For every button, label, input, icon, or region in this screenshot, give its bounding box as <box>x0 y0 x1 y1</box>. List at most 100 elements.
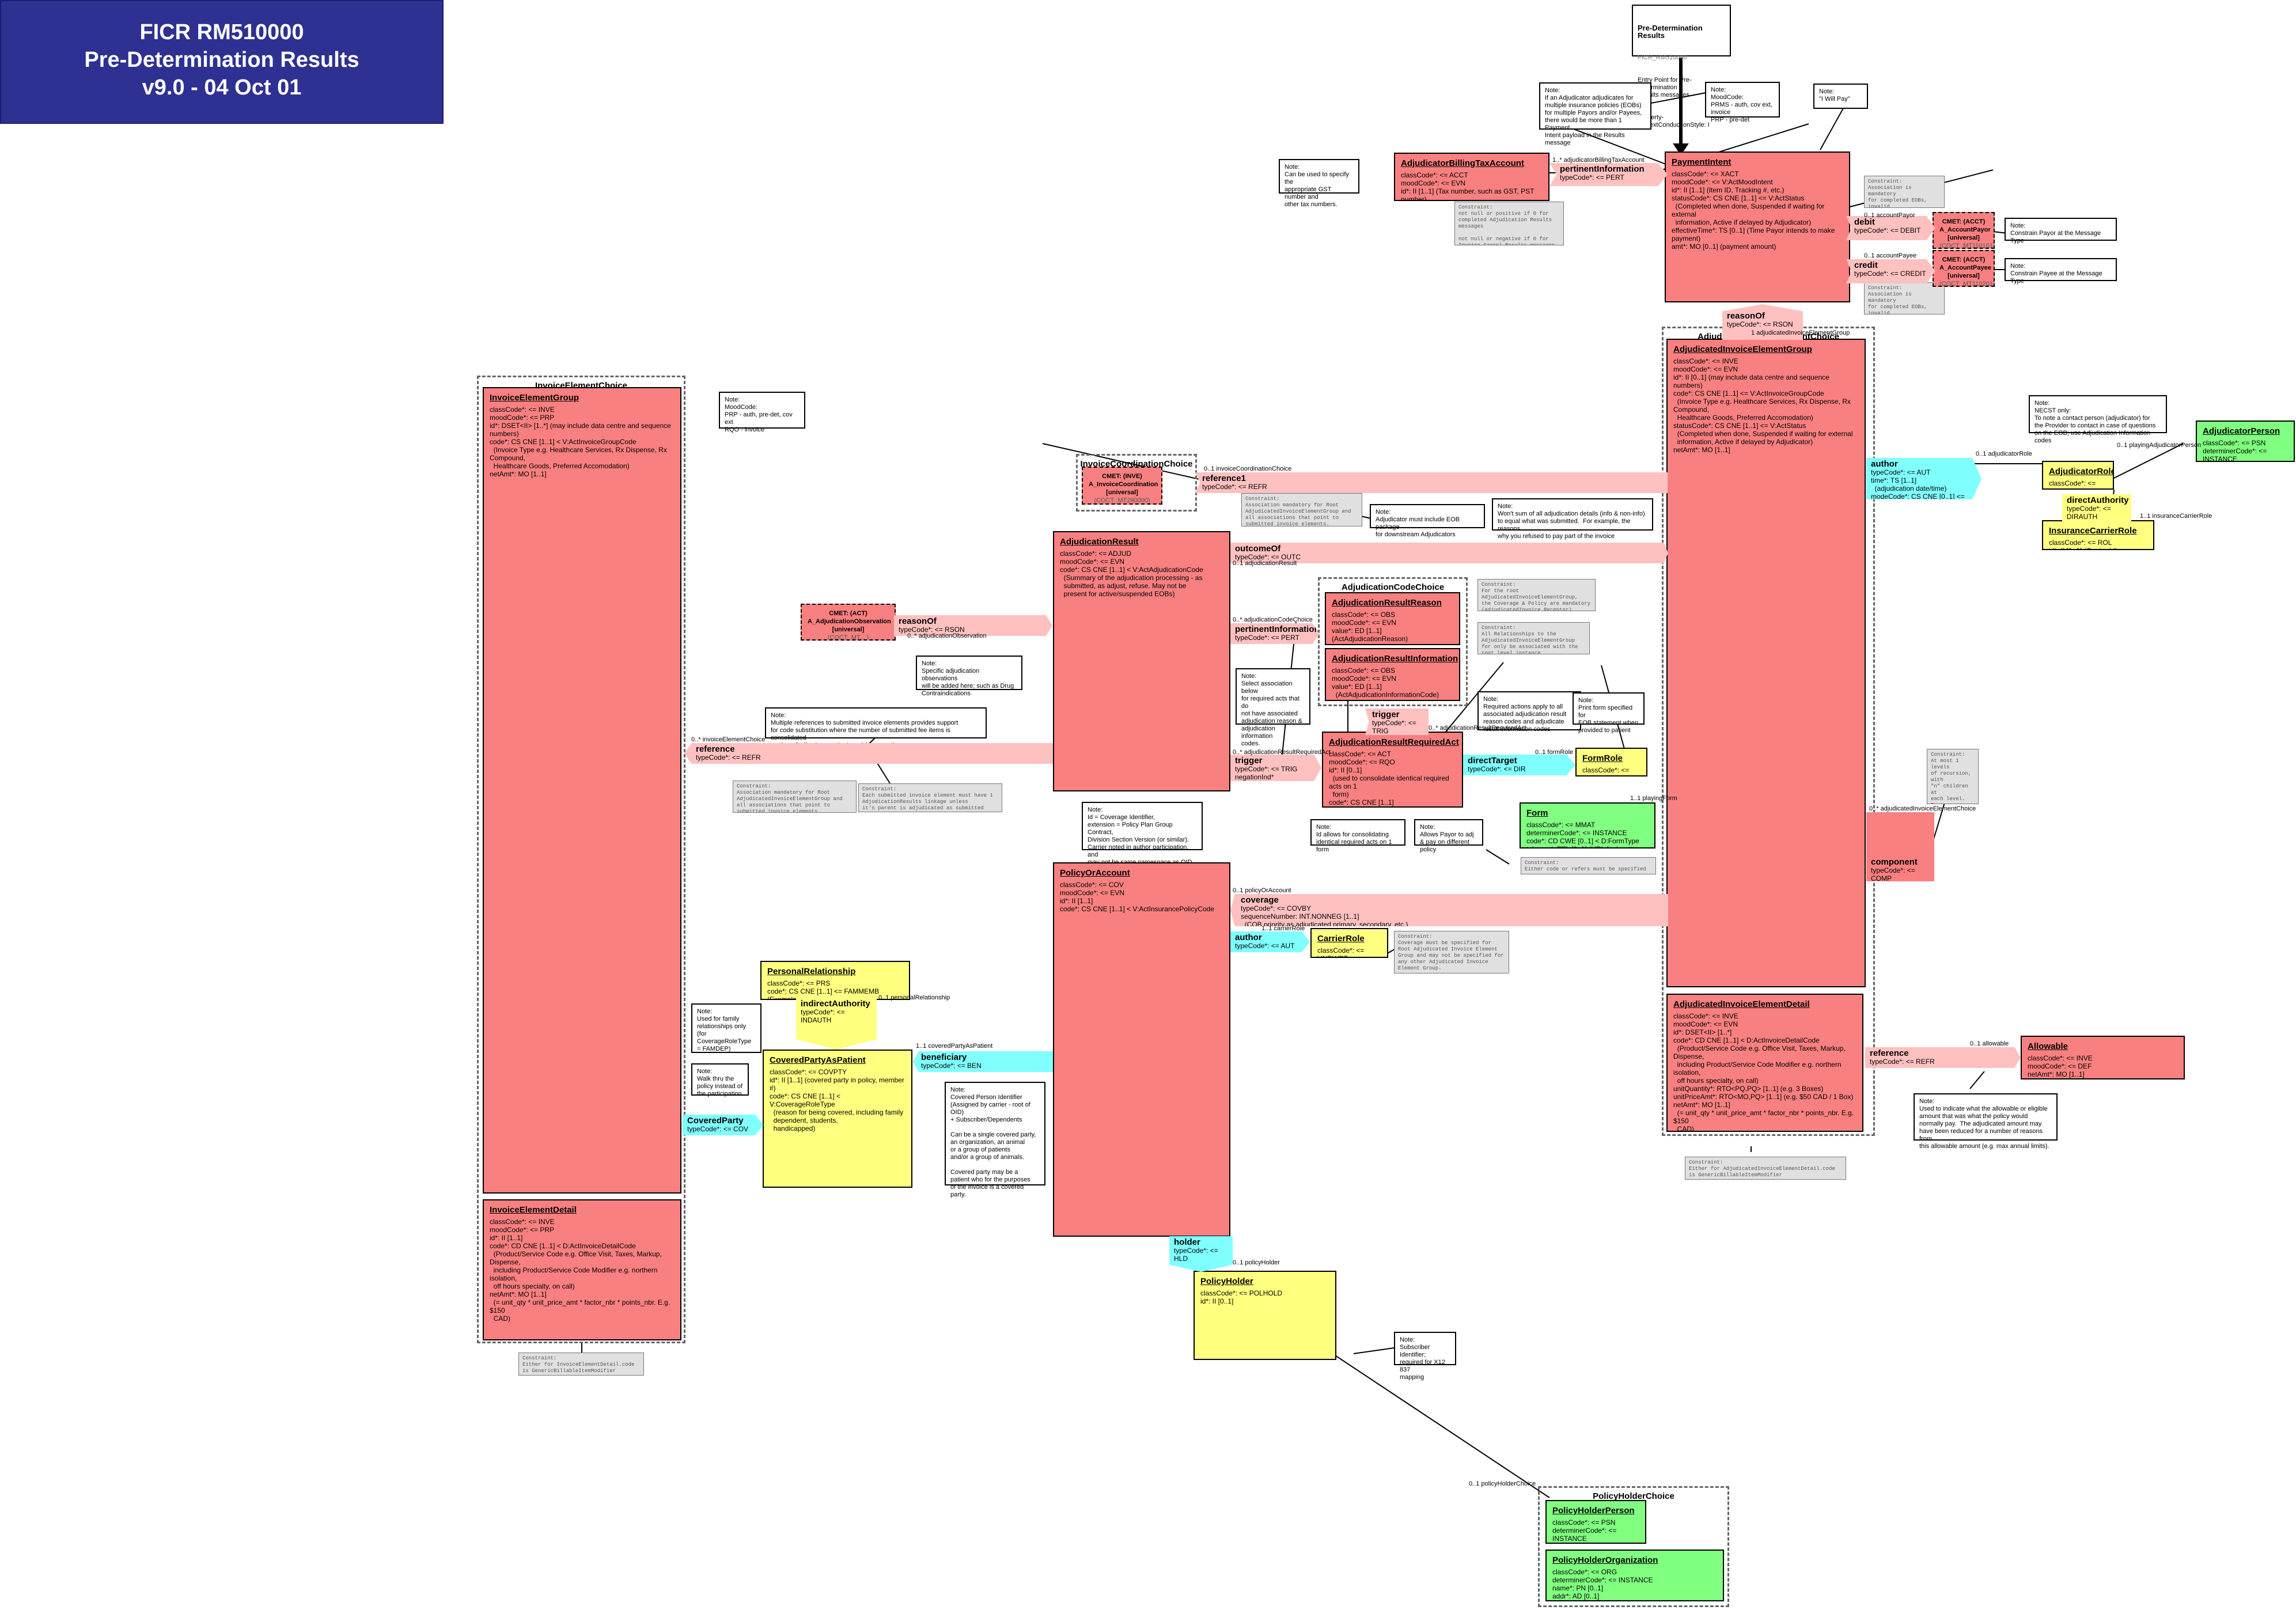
indirect-authority-attrs: typeCode*: <= INDAUTH <box>801 1008 845 1024</box>
policy-holder-attrs: classCode*: <= POLHOLD id*: II [0..1] <box>1200 1289 1283 1305</box>
policy-holder-choice-title: PolicyHolderChoice <box>1593 1491 1674 1501</box>
coverage-rel[interactable]: coverage typeCode*: <= COVBY sequenceNum… <box>1230 894 1668 926</box>
beneficiary-rel[interactable]: beneficiary typeCode*: <= BEN <box>913 1051 1053 1072</box>
credit-name: credit <box>1854 260 1878 270</box>
mult-personal-relationship: 0..1 personalRelationship <box>878 994 950 1001</box>
form-name: Form <box>1526 808 1548 818</box>
reason-of-observation-rel[interactable]: reasonOf typeCode*: <= RSON <box>894 615 1052 636</box>
account-payor-cmet[interactable]: CMET: (ACCT) A_AccountPayor [universal] … <box>1933 212 1995 249</box>
direct-target-rel[interactable]: directTarget typeCode*: <= DIR <box>1463 755 1575 775</box>
policy-holder-person-class[interactable]: PolicyHolderPerson classCode*: <= PSN de… <box>1545 1500 1646 1544</box>
allowable-name: Allowable <box>2028 1041 2068 1051</box>
form-role-class[interactable]: FormRole classCode*: <= ROL <box>1575 748 1647 776</box>
billing-tax-account-class[interactable]: AdjudicatorBillingTaxAccount classCode*:… <box>1394 153 1549 201</box>
invoice-coordination-cmet[interactable]: CMET: (INVE) A_InvoiceCoordination [univ… <box>1082 467 1162 505</box>
reference1-rel[interactable]: reference1 typeCode*: <= REFR <box>1195 472 1668 493</box>
author-carrier-rel[interactable]: author typeCode*: <= AUT <box>1230 931 1310 952</box>
adjudicator-role-attrs: classCode*: <= ROL id*: II [1..1] (Adjud… <box>2049 479 2096 488</box>
title-line-2: Pre-Determination Results <box>84 48 359 72</box>
debit-name: debit <box>1854 217 1875 227</box>
beneficiary-attrs: typeCode*: <= BEN <box>921 1062 982 1070</box>
adjudication-result-information-class[interactable]: AdjudicationResultInformation classCode*… <box>1325 648 1460 701</box>
direct-authority-attrs: typeCode*: <= DIRAUTH <box>2067 505 2111 521</box>
required-act-attrs: classCode*: <= ACT moodCode*: <= RQO id*… <box>1329 750 1449 806</box>
author-adjudicator-rel[interactable]: author typeCode*: <= AUT time*: TS [1..1… <box>1866 458 1981 499</box>
allowable-class[interactable]: Allowable classCode*: <= INVE moodCode*:… <box>2021 1036 2185 1079</box>
adjudication-result-required-act-class[interactable]: AdjudicationResultRequiredAct classCode*… <box>1322 732 1463 808</box>
adjudicator-person-class[interactable]: AdjudicatorPerson classCode*: <= PSN det… <box>2196 421 2295 462</box>
credit-rel[interactable]: credit typeCode*: <= CREDIT <box>1846 259 1935 283</box>
entry-point-box: Pre-Determination Results FICR_RM510000 … <box>1632 5 1731 128</box>
reference-allowable-rel[interactable]: reference typeCode*: <= REFR <box>1865 1047 2021 1068</box>
title-line-3: v9.0 - 04 Oct 01 <box>142 75 302 100</box>
direct-target-attrs: typeCode*: <= DIR <box>1468 765 1526 773</box>
policy-holder-organization-class[interactable]: PolicyHolderOrganization classCode*: <= … <box>1545 1550 1724 1601</box>
holder-attrs: typeCode*: <= HLD <box>1174 1247 1218 1263</box>
credit-attrs: typeCode*: <= CREDIT <box>1854 270 1926 278</box>
personal-relationship-class[interactable]: PersonalRelationship classCode*: <= PRS … <box>760 961 910 1000</box>
direct-authority-rel[interactable]: directAuthority typeCode*: <= DIRAUTH <box>2062 494 2131 522</box>
trigger-required-act-rel[interactable]: trigger typeCode*: <= TRIG negationInd* <box>1230 755 1321 781</box>
reference-rel[interactable]: reference typeCode*: <= REFR <box>684 743 1053 764</box>
invoice-group-name: InvoiceElementGroup <box>490 393 579 403</box>
adjudication-result-class[interactable]: AdjudicationResult classCode*: <= ADJUD … <box>1053 531 1230 791</box>
reason-of-rel[interactable]: reasonOf typeCode*: <= RSON <box>1722 304 1803 340</box>
insurance-carrier-role-class[interactable]: InsuranceCarrierRole classCode*: <= ROL … <box>2042 520 2154 550</box>
mult-coordination-choice: 0..1 invoiceCoordinationChoice <box>1204 465 1292 472</box>
constraint-debit: Constraint: Association is mandatory for… <box>1864 176 1945 208</box>
invoice-element-group-class[interactable]: InvoiceElementGroup classCode*: <= INVE … <box>483 387 681 1194</box>
pertinent-information-code-rel[interactable]: pertinentInformation typeCode*: <= PERT <box>1230 623 1320 644</box>
component-name: component <box>1871 857 1918 867</box>
trigger-code-rel[interactable]: trigger typeCode*: <= TRIG negationInd* <box>1365 709 1429 735</box>
note-specific-adjudication: Note: Specific adjudication observations… <box>916 656 1022 697</box>
indirect-authority-rel[interactable]: indirectAuthority typeCode*: <= INDAUTH <box>796 998 877 1050</box>
covered-party-rel[interactable]: CoveredParty typeCode*: <= COV <box>683 1115 763 1135</box>
policy-or-account-class[interactable]: PolicyOrAccount classCode*: <= COV moodC… <box>1053 862 1230 1237</box>
constraint-reference-mandatory: Constraint: Association mandatory for Ro… <box>733 781 857 813</box>
coverage-attrs: typeCode*: <= COVBY sequenceNumber: INT.… <box>1241 904 1408 929</box>
mult-playing-form: 1..1 playingForm <box>1630 795 1677 802</box>
constraint-tax: Constraint: not null or positive if 0 fo… <box>1454 202 1564 245</box>
policy-holder-class[interactable]: PolicyHolder classCode*: <= POLHOLD id*:… <box>1194 1271 1336 1360</box>
outcome-of-rel[interactable]: outcomeOf typeCode*: <= OUTC <box>1230 543 1668 563</box>
adjudication-observation-cmet[interactable]: CMET: (ACT) A_AdjudicationObservation [u… <box>801 604 896 641</box>
note-consolidating: Note: Id allows for consolidating identi… <box>1310 819 1405 853</box>
mult-policy-holder: 0..1 policyHolder <box>1233 1259 1280 1266</box>
invoice-detail-attrs: classCode*: <= INVE moodCode*: <= PRP id… <box>490 1218 670 1323</box>
form-role-name: FormRole <box>1582 753 1623 763</box>
constraint-recursion: Constraint: At most 1 levels of recursio… <box>1927 749 1979 804</box>
carrier-role-class[interactable]: CarrierRole classCode*: <= UNDWRT id*: I… <box>1310 928 1388 958</box>
payment-intent-class[interactable]: PaymentIntent classCode*: <= XACT moodCo… <box>1665 151 1850 302</box>
adjudication-result-attrs: classCode*: <= ADJUD moodCode*: <= EVN c… <box>1060 550 1203 598</box>
mult-adjudicator-role: 0..1 adjudicatorRole <box>1976 450 2032 457</box>
personal-relationship-name: PersonalRelationship <box>767 967 856 976</box>
adjudicated-invoice-element-detail-class[interactable]: AdjudicatedInvoiceElementDetail classCod… <box>1666 994 1863 1132</box>
form-class[interactable]: Form classCode*: <= MMAT determinerCode*… <box>1520 802 1655 848</box>
allowable-attrs: classCode*: <= INVE moodCode*: <= DEF ne… <box>2028 1054 2093 1078</box>
reference-allow-attrs: typeCode*: <= REFR <box>1870 1058 1935 1066</box>
result-information-attrs: classCode*: <= OBS moodCode*: <= EVN val… <box>1332 666 1439 699</box>
invoice-element-detail-class[interactable]: InvoiceElementDetail classCode*: <= INVE… <box>483 1199 681 1340</box>
payment-intent-name: PaymentIntent <box>1672 157 1732 167</box>
adjudicator-person-name: AdjudicatorPerson <box>2203 426 2280 436</box>
constraint-coordination: Constraint: Association mandatory for Ro… <box>1241 493 1362 526</box>
covered-party-as-patient-class[interactable]: CoveredPartyAsPatient classCode*: <= COV… <box>763 1050 912 1188</box>
component-rel[interactable]: component typeCode*: <= COMP <box>1866 812 1934 882</box>
debit-rel[interactable]: debit typeCode*: <= DEBIT <box>1846 216 1935 240</box>
pertinent-info2-attrs: typeCode*: <= PERT <box>1235 634 1299 642</box>
policy-holder-organization-name: PolicyHolderOrganization <box>1552 1555 1658 1565</box>
note-gst: Note: Can be used to specify the appropr… <box>1279 159 1359 208</box>
reference1-name: reference1 <box>1202 473 1246 483</box>
note-print-form: Note: Print form specified for EOB state… <box>1573 692 1645 734</box>
holder-rel[interactable]: holder typeCode*: <= HLD <box>1169 1236 1233 1272</box>
billing-tax-account-attrs: classCode*: <= ACCT moodCode*: <= EVN id… <box>1401 171 1535 201</box>
pertinent-information-rel[interactable]: pertinentInformation typeCode*: <= PERT <box>1549 163 1668 186</box>
note-payor: Note: Constrain Payor at the Message Typ… <box>2005 218 2117 244</box>
adjudicated-invoice-element-group-class[interactable]: AdjudicatedInvoiceElementGroup classCode… <box>1666 339 1866 987</box>
adjudicator-role-class[interactable]: AdjudicatorRole classCode*: <= ROL id*: … <box>2042 461 2114 490</box>
insurance-carrier-role-attrs: classCode*: <= ROL id*: II [1..1] (Carri… <box>2049 539 2117 549</box>
mult-billing-tax: 1..* adjudicatorBillingTaxAccount <box>1552 157 1645 164</box>
note-payee: Note: Constrain Payee at the Message Typ… <box>2005 258 2117 285</box>
adjudication-result-reason-class[interactable]: AdjudicationResultReason classCode*: <= … <box>1325 592 1460 645</box>
account-payee-cmet[interactable]: CMET: (ACCT) A_AccountPayee [universal] … <box>1933 250 1995 287</box>
